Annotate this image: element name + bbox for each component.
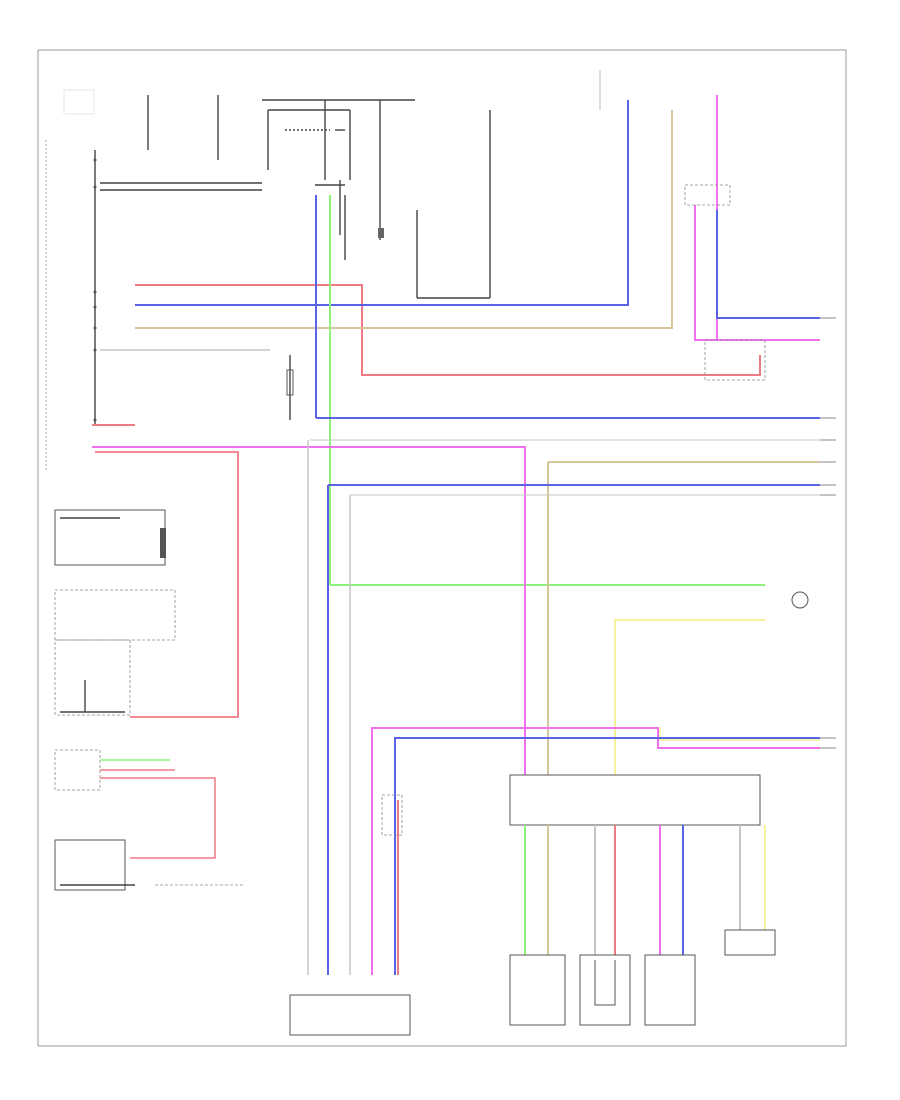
component-box-4 bbox=[724, 929, 776, 956]
wire-pink-lower bbox=[371, 727, 820, 975]
wire-blue-main bbox=[135, 100, 629, 306]
ecm-block bbox=[63, 89, 262, 425]
lamp-symbol bbox=[791, 591, 809, 609]
wire-blue-right bbox=[716, 210, 820, 319]
wire-red-left-loop bbox=[95, 451, 239, 718]
wire-pink-loop bbox=[694, 205, 717, 341]
component-box-2 bbox=[579, 954, 631, 1026]
wire-pink-v2 bbox=[92, 446, 526, 775]
component-box-1 bbox=[509, 954, 566, 1026]
right-edge-ticks bbox=[820, 317, 836, 749]
switch-block-5 bbox=[54, 839, 126, 891]
diagram-frame bbox=[37, 49, 847, 1047]
top-power-feeds bbox=[147, 70, 601, 299]
wire-blue-lower bbox=[394, 737, 820, 975]
wire-red-main bbox=[135, 284, 761, 376]
relay-block bbox=[315, 180, 345, 235]
wire-red-box4 bbox=[100, 777, 216, 859]
component-box-2-inner bbox=[594, 960, 616, 1006]
wire-tan-main bbox=[135, 110, 673, 329]
component-box-3 bbox=[644, 954, 696, 1026]
bottom-connector-left bbox=[289, 994, 411, 1036]
wire-yellow bbox=[614, 619, 765, 775]
mid-connector bbox=[509, 774, 761, 826]
relay-box-right-top bbox=[684, 184, 731, 206]
switch-block-3 bbox=[54, 639, 131, 716]
relay-box-right-mid bbox=[704, 339, 766, 381]
